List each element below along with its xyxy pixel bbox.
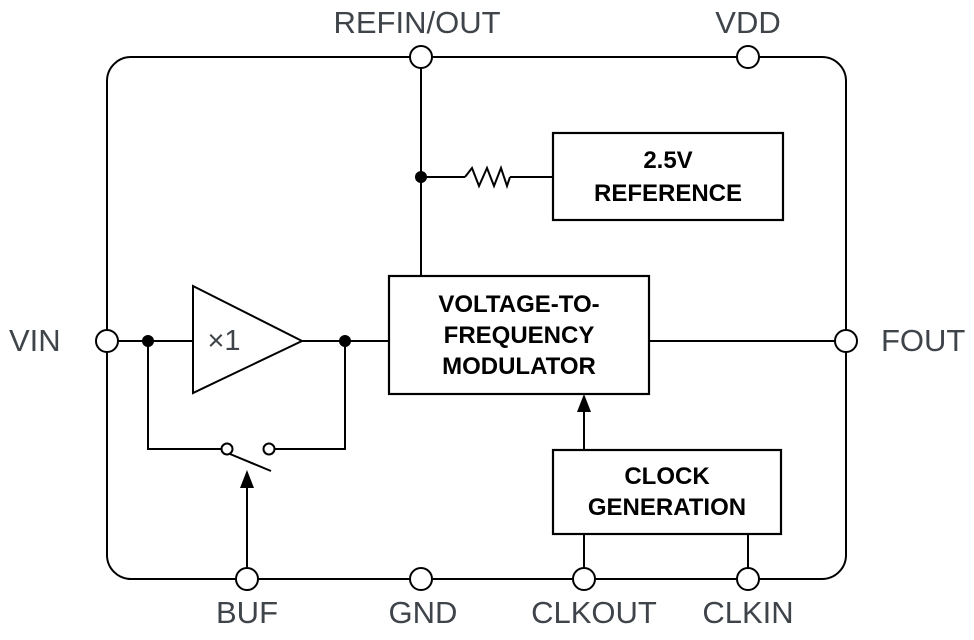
pin-label-clkout: CLKOUT — [531, 595, 657, 630]
wire-feedback-right — [275, 341, 346, 450]
switch-contact-left — [220, 442, 234, 456]
pin-label-clkin: CLKIN — [702, 595, 794, 630]
pin-circle-buf — [235, 567, 259, 591]
pin-circle-clkout — [572, 567, 596, 591]
pin-label-vin: VIN — [9, 323, 61, 358]
pin-label-buf: BUF — [216, 595, 278, 630]
modulator-block-line2: FREQUENCY — [443, 321, 595, 349]
arrowhead-buf-to-switch-icon — [240, 470, 254, 488]
resistor-icon — [464, 165, 511, 190]
reference-block-label: 2.5V REFERENCE — [553, 133, 783, 220]
reference-block-box — [551, 131, 785, 222]
pin-circle-gnd — [409, 567, 433, 591]
junction-dot-amp-output — [339, 335, 351, 347]
switch-contact-right — [262, 442, 276, 456]
modulator-block-box — [387, 274, 651, 396]
arrowhead-clock-to-modulator-icon — [577, 394, 591, 412]
junction-dot-vin — [142, 335, 154, 347]
switch-lever — [229, 453, 272, 472]
amplifier-triangle-icon — [192, 284, 305, 395]
switch-icon — [220, 442, 276, 456]
reference-block-line1: 2.5V — [643, 146, 693, 174]
modulator-block-label: VOLTAGE-TO- FREQUENCY MODULATOR — [389, 276, 649, 394]
junction-dot-refin — [415, 171, 427, 183]
pin-label-fout: FOUT — [881, 323, 966, 358]
pin-label-refin-out: REFIN/OUT — [333, 5, 501, 40]
pin-circle-fout — [834, 329, 858, 353]
modulator-block-line1: VOLTAGE-TO- — [438, 290, 600, 318]
modulator-block-line3: MODULATOR — [442, 352, 596, 380]
pin-label-vdd: VDD — [715, 5, 781, 40]
clock-generation-block-box — [551, 448, 783, 536]
clock-generation-line2: GENERATION — [587, 494, 747, 521]
pin-circle-vin — [95, 329, 119, 353]
reference-block-line2: REFERENCE — [593, 179, 743, 207]
clock-generation-block-label: CLOCK GENERATION — [553, 450, 781, 534]
pin-circle-vdd — [736, 45, 760, 69]
pin-circle-refin-out — [409, 45, 433, 69]
amplifier-gain-label: ×1 — [207, 325, 241, 357]
pin-label-gnd: GND — [388, 595, 458, 630]
pin-terminals — [95, 45, 858, 591]
wire-feedback-left — [147, 341, 221, 450]
clock-generation-line1: CLOCK — [624, 463, 710, 490]
junction-dots — [142, 171, 427, 347]
pin-circle-clkin — [736, 567, 760, 591]
